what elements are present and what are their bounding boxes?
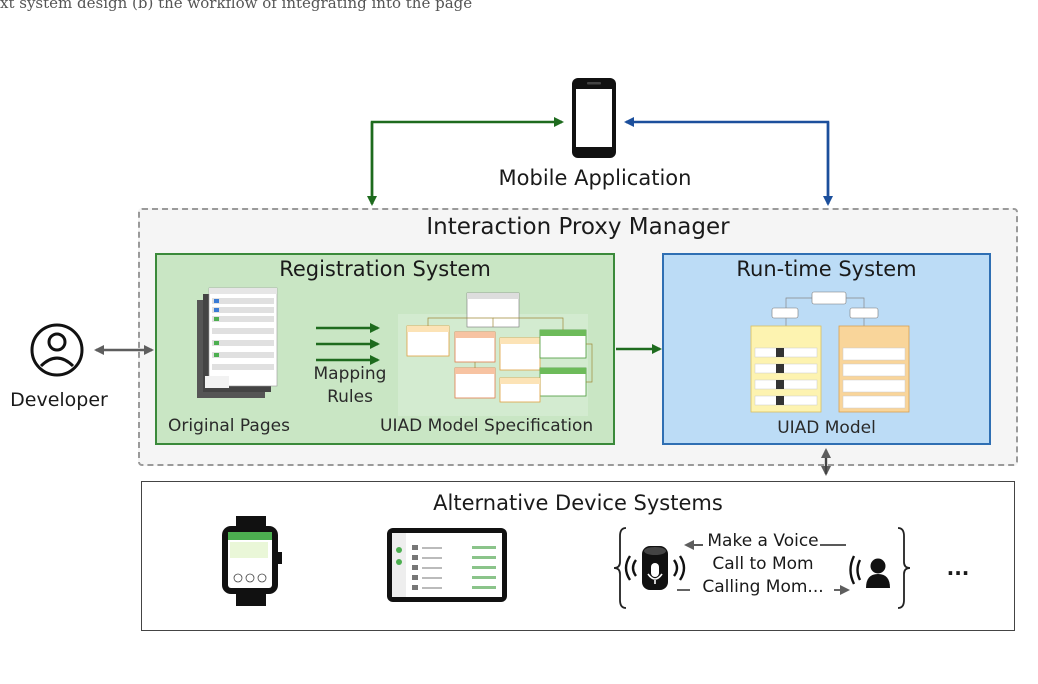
alternative-device-systems-box	[141, 481, 1015, 631]
sound-waves-icon	[624, 555, 686, 581]
speaking-person-icon	[849, 555, 890, 588]
voice-response-line3: Calling Mom...	[702, 577, 824, 597]
mapping-rules-label-line1: Mapping	[313, 364, 387, 384]
smart-speaker-icon	[642, 546, 668, 590]
voice-bracket-left	[613, 527, 627, 609]
uiad-model-thumbnail	[750, 291, 910, 413]
uiad-model-label: UIAD Model	[777, 418, 876, 438]
runtime-mobile-arrow	[624, 117, 833, 206]
mapping-rules-arrows	[316, 323, 380, 365]
voice-command-line1: Make a Voice	[707, 531, 819, 551]
developer-icon	[30, 323, 84, 377]
original-pages-thumbnail	[197, 287, 278, 398]
mobile-application-label: Mobile Application	[498, 166, 692, 190]
voice-bracket-right	[897, 527, 911, 609]
registration-system-title: Registration System	[279, 257, 491, 281]
tablet-icon	[387, 528, 507, 602]
registration-mobile-arrow	[367, 117, 564, 206]
smartphone-icon	[572, 78, 616, 158]
more-devices-ellipsis: ...	[946, 556, 970, 580]
runtime-system-box	[662, 253, 991, 445]
mapping-rules-label-line2: Rules	[327, 387, 373, 407]
runtime-system-title: Run-time System	[736, 257, 917, 281]
voice-command-line2: Call to Mom	[712, 554, 814, 574]
interaction-proxy-manager-title: Interaction Proxy Manager	[426, 214, 730, 240]
developer-label: Developer	[10, 389, 108, 411]
smartwatch-icon	[222, 516, 282, 606]
alternative-device-systems-title: Alternative Device Systems	[433, 491, 723, 515]
uiad-model-specification-thumbnail	[398, 292, 593, 416]
uiad-model-specification-label: UIAD Model Specification	[380, 416, 594, 436]
original-pages-label: Original Pages	[168, 416, 290, 436]
figure-caption-fragment: xt system design (b) the workflow of int…	[0, 0, 473, 12]
